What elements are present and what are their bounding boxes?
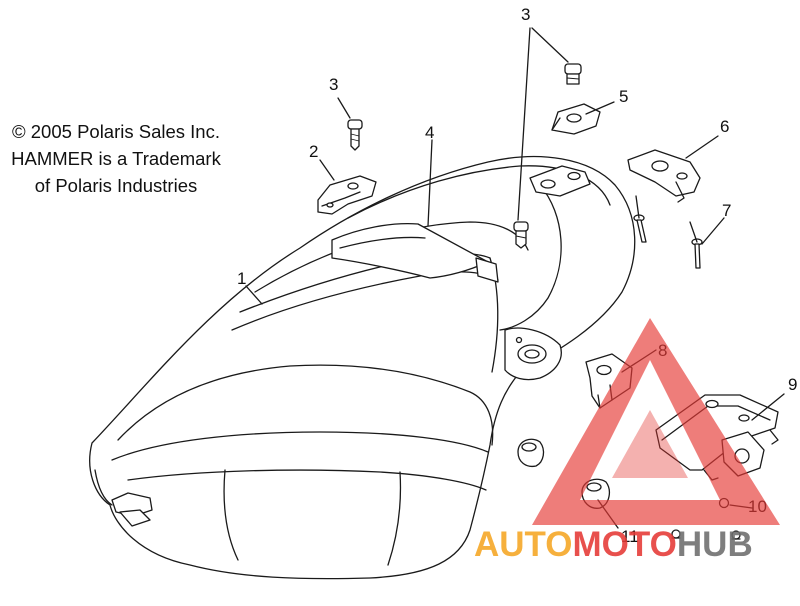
- callout-3-top: 3: [521, 5, 530, 24]
- trademark-line-1: HAMMER is a Trademark: [11, 148, 221, 169]
- strap-part: [331, 222, 499, 283]
- screw-part-3-upper: [564, 63, 582, 85]
- bracket-part-2: [317, 175, 377, 215]
- callout-7: 7: [722, 201, 731, 220]
- watermark-auto: AUTO: [474, 525, 573, 564]
- seat-rear-bracket: [529, 165, 591, 197]
- callout-3-left: 3: [329, 75, 338, 94]
- seat-latch-recess: [504, 327, 562, 381]
- callout-1: 1: [237, 269, 246, 288]
- watermark-triangle-logo: [532, 318, 780, 525]
- trademark-line-2: of Polaris Industries: [34, 175, 198, 196]
- bracket-part-5: [551, 103, 601, 135]
- seat-part: [89, 155, 636, 580]
- bumper-left: [517, 438, 545, 468]
- callout-5: 5: [619, 87, 628, 106]
- rivet-part-7-left: [633, 195, 647, 243]
- rivet-part-7-right: [689, 221, 703, 269]
- callout-11: 11: [621, 527, 639, 546]
- watermark-text: AUTOMOTOHUB: [474, 525, 753, 564]
- callout-4: 4: [425, 123, 434, 142]
- callout-6: 6: [720, 117, 729, 136]
- callout-9: 9: [788, 375, 797, 394]
- bracket-part-6: [627, 149, 701, 203]
- copyright-notice: © 2005 Polaris Sales Inc. HAMMER is a Tr…: [0, 118, 232, 199]
- screw-part-3-left: [347, 119, 363, 151]
- screw-part-3-lower: [513, 221, 529, 249]
- watermark-hub: HUB: [677, 525, 753, 564]
- watermark-moto: MOTO: [573, 525, 677, 564]
- callout-2: 2: [309, 142, 318, 161]
- automotohub-watermark: AUTOMOTOHUB: [474, 318, 780, 564]
- copyright-line: © 2005 Polaris Sales Inc.: [12, 121, 220, 142]
